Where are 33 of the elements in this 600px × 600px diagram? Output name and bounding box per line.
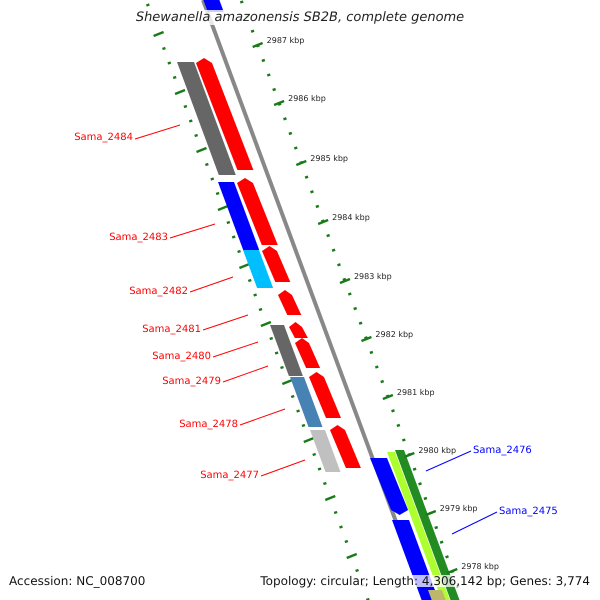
leader-line — [260, 460, 306, 476]
leader-line — [190, 276, 234, 292]
gene-label: Sama_2480 — [152, 352, 211, 362]
gene-label: Sama_2475 — [499, 507, 558, 517]
gene-label: Sama_2484 — [74, 133, 133, 143]
tick-label: 2979 kbp — [440, 505, 478, 513]
title: Shewanella amazonensis SB2B, complete genome — [136, 10, 464, 25]
gene-label: Sama_2478 — [179, 420, 238, 430]
leader-line — [426, 450, 472, 472]
gene-label: Sama_2477 — [200, 471, 259, 481]
tick-label: 2985 kbp — [310, 155, 348, 163]
leader-line — [134, 124, 180, 140]
leader-line — [212, 342, 258, 358]
gene-label: Sama_2479 — [162, 377, 221, 387]
tick-label: 2978 kbp — [461, 563, 499, 571]
tick-label: 2986 kbp — [288, 95, 326, 103]
footer-text: Topology: circular; Length: 4,306,142 bp; Genes: 3,774 — [260, 575, 590, 587]
gene-label: Sama_2482 — [129, 287, 188, 297]
leader-line — [452, 512, 498, 534]
leader-line — [222, 366, 268, 382]
tick-label: 2980 kbp — [418, 447, 456, 455]
gene-label: Sama_2483 — [109, 233, 168, 243]
tick-label: 2987 kbp — [266, 37, 304, 45]
tick-label: 2983 kbp — [354, 273, 392, 281]
leader-line — [240, 408, 286, 426]
tick-label: 2984 kbp — [332, 214, 370, 222]
tick-label: 2981 kbp — [396, 389, 435, 397]
leader-line — [202, 314, 248, 330]
leader-line — [170, 224, 216, 238]
gene-label: Sama_2476 — [473, 446, 532, 456]
tick-label: 2982 kbp — [375, 331, 414, 339]
gene-label: Sama_2481 — [142, 325, 201, 335]
footer-text: Accession: NC_008700 — [9, 575, 146, 587]
